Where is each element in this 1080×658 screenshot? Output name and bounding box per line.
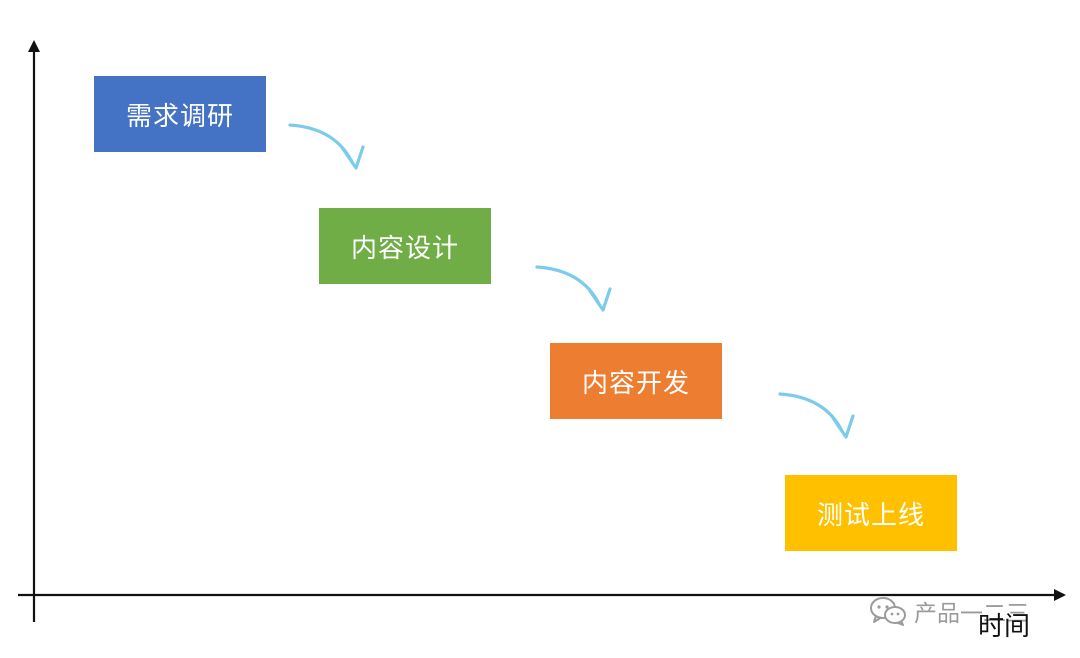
step-box-testing-launch: 测试上线 [785, 475, 957, 551]
step-box-content-design: 内容设计 [319, 208, 491, 284]
step-label: 测试上线 [816, 500, 925, 531]
x-axis-label: 时间 [978, 612, 1031, 642]
connector-arrow [535, 265, 612, 312]
watermark: 产品一二三 [868, 594, 1029, 628]
step-label: 需求调研 [125, 101, 234, 132]
step-label: 内容开发 [581, 368, 690, 399]
connector-arrow [778, 392, 855, 439]
connector-arrow [288, 123, 365, 170]
wechat-icon [870, 597, 906, 626]
step-box-requirements-research: 需求调研 [94, 76, 266, 152]
step-label: 内容设计 [350, 233, 459, 264]
step-box-content-development: 内容开发 [550, 343, 722, 419]
watermark-text: 产品一二三 [914, 601, 1029, 627]
